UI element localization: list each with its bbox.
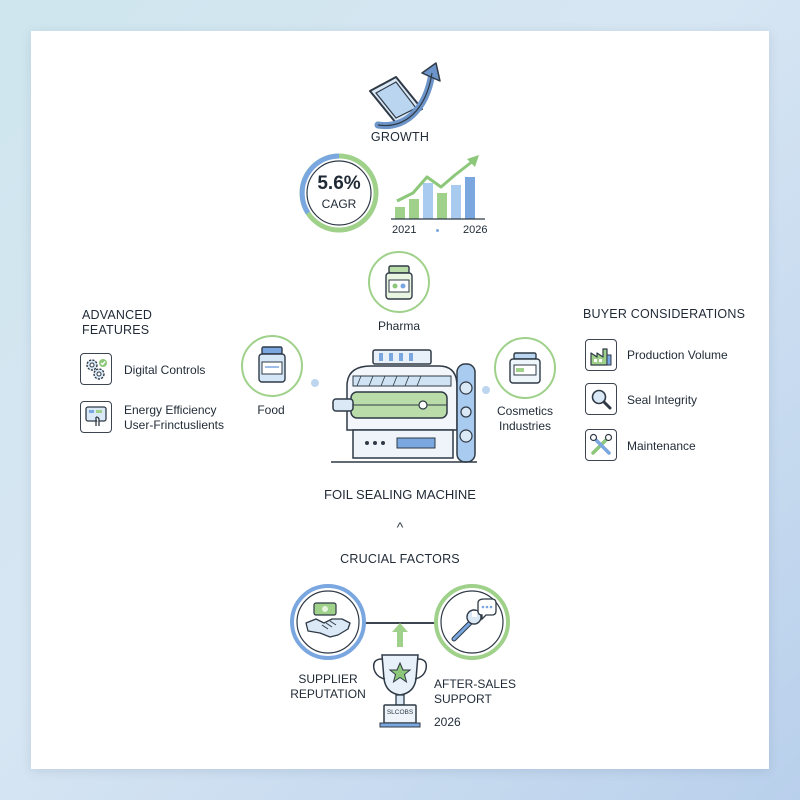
factors-connector-line <box>361 622 441 624</box>
year-start: 2021 <box>392 224 417 236</box>
buyer-considerations-title: BUYER CONSIDERATIONS <box>583 307 746 321</box>
advanced-features-title-line1: ADVANCED <box>82 308 153 322</box>
cosmetics-label-line1: Cosmetics <box>496 404 553 418</box>
factory-icon <box>585 339 617 371</box>
trophy-plate-text: SLCOBS <box>386 709 414 716</box>
cosmetics-label-line2: Industries <box>498 419 552 433</box>
foil-sealing-machine-icon <box>331 349 477 463</box>
trophy-icon <box>372 654 428 728</box>
wrench-chat-icon <box>451 598 497 642</box>
support-label-line1: AFTER-SALES <box>434 677 517 691</box>
pharma-label: Pharma <box>377 319 421 333</box>
maintenance-label: Maintenance <box>627 439 696 453</box>
chevron-up-icon: ^ <box>396 519 404 535</box>
touch-panel-icon <box>80 401 112 433</box>
tools-icon <box>585 429 617 461</box>
production-volume-label: Production Volume <box>627 348 728 362</box>
cagr-value: 5.6% <box>317 173 361 194</box>
handshake-icon <box>305 602 351 638</box>
feature-user-friendly-label: User-Frinctuslients <box>124 418 225 432</box>
year-end: 2026 <box>463 224 488 236</box>
food-jar-icon <box>258 346 286 383</box>
supplier-label-line1: SUPPLIER <box>298 672 358 686</box>
seal-integrity-label: Seal Integrity <box>627 393 698 407</box>
feature-digital-controls-label: Digital Controls <box>124 363 206 377</box>
growth-bar-chart-icon <box>391 155 485 220</box>
crucial-factors-year: 2026 <box>434 715 461 729</box>
feature-energy-efficiency-label: Energy Efficiency <box>124 403 217 417</box>
cosmetics-connector-dot <box>482 386 490 394</box>
cagr-ring <box>299 153 379 233</box>
up-arrow-icon <box>392 623 408 647</box>
supplier-label-line2: REPUTATION <box>290 687 366 701</box>
magnifier-icon <box>585 383 617 415</box>
support-label-line2: SUPPORT <box>434 692 492 706</box>
infographic-card: GROWTH 5.6% CAGR 2021 2026 Pharma <box>31 31 769 769</box>
food-connector-dot <box>311 379 319 387</box>
food-label: Food <box>257 403 285 417</box>
growth-title: GROWTH <box>370 130 430 144</box>
timeline-dot <box>436 229 439 232</box>
machine-title: FOIL SEALING MACHINE <box>324 487 476 502</box>
cagr-label: CAGR <box>321 197 357 211</box>
pharma-jar-icon <box>385 265 413 300</box>
gear-check-icon <box>80 353 112 385</box>
food-ring <box>241 335 303 397</box>
crucial-factors-title: CRUCIAL FACTORS <box>340 552 460 566</box>
advanced-features-title-line2: FEATURES <box>82 323 150 337</box>
cosmetics-jar-icon <box>509 352 541 384</box>
growth-arrow-icon <box>369 62 441 130</box>
